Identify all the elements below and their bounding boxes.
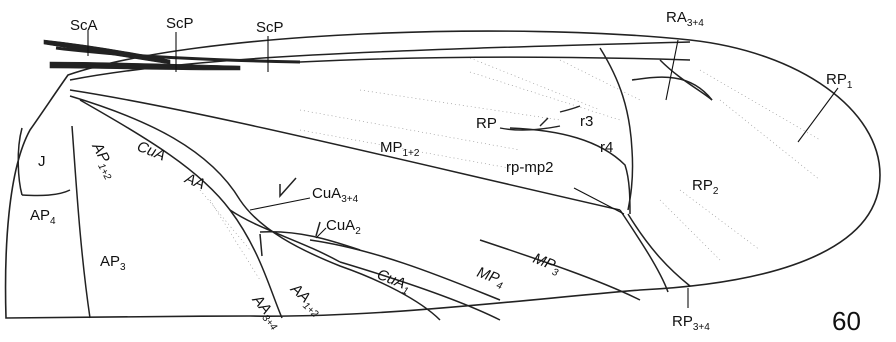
label-rp-mp2: rp-mp2 [506, 159, 554, 176]
label-aa12: AA1+2 [285, 280, 327, 321]
wing-veins [17, 41, 713, 321]
label-j: J [38, 153, 46, 170]
label-scp-1: ScP [166, 15, 194, 32]
label-mp12: MP1+2 [380, 139, 420, 159]
costal-base-veins [43, 39, 301, 71]
label-rp: RP [476, 115, 497, 132]
wing-outline [4, 30, 881, 319]
label-rp1: RP1 [826, 71, 853, 91]
label-r3: r3 [580, 113, 593, 130]
label-aa: AA [182, 170, 208, 194]
label-scp-2: ScP [256, 19, 284, 36]
label-r4: r4 [600, 139, 613, 156]
label-cua34: CuA3+4 [312, 185, 359, 205]
label-ra34: RA3+4 [666, 9, 704, 29]
label-cua1: CuA1 [373, 266, 413, 298]
label-ap12: AP1+2 [85, 139, 121, 182]
label-ap4: AP4 [30, 207, 56, 227]
label-cua2: CuA2 [326, 217, 361, 237]
label-sca: ScA [70, 17, 98, 34]
figure-number: 60 [832, 306, 861, 336]
label-cua: CuA [135, 138, 168, 165]
label-rp34: RP3+4 [672, 313, 710, 333]
wing-shading [199, 57, 821, 281]
label-rp2: RP2 [692, 177, 719, 197]
leader-lines [87, 30, 839, 308]
rp-crossveins [499, 105, 581, 131]
vein-labels: ScA ScP ScP RA3+4 RP1 RP r3 r4 rp-mp2 RP… [30, 9, 853, 333]
label-mp4: MP4 [474, 264, 508, 293]
label-mp3: MP3 [529, 250, 563, 279]
label-ap3: AP3 [100, 253, 126, 273]
